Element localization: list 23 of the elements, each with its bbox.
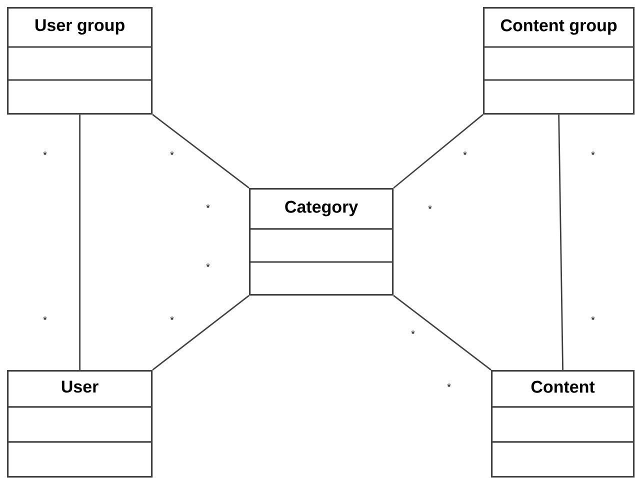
- multiplicity-label: *: [43, 152, 47, 156]
- association-line: [152, 114, 250, 189]
- multiplicity-label: *: [43, 316, 47, 320]
- multiplicity-label: *: [206, 264, 210, 268]
- association-line: [152, 295, 250, 371]
- association-line: [393, 114, 484, 189]
- multiplicity-label: *: [428, 206, 432, 210]
- multiplicity-label: *: [170, 316, 174, 320]
- multiplicity-label: *: [206, 204, 210, 208]
- association-line: [393, 295, 492, 371]
- multiplicity-label: *: [463, 152, 467, 156]
- class-box: Content group: [483, 7, 635, 115]
- multiplicity-label: *: [170, 152, 174, 156]
- class-box: User: [7, 370, 153, 478]
- multiplicity-label: *: [591, 152, 595, 156]
- class-box: User group: [7, 7, 153, 115]
- association-line: [79, 114, 80, 370]
- multiplicity-label: *: [411, 330, 415, 334]
- class-box: Content: [491, 370, 635, 478]
- multiplicity-label: *: [447, 384, 451, 388]
- multiplicity-label: *: [591, 316, 595, 320]
- association-line: [558, 114, 564, 370]
- class-box: Category: [249, 188, 394, 296]
